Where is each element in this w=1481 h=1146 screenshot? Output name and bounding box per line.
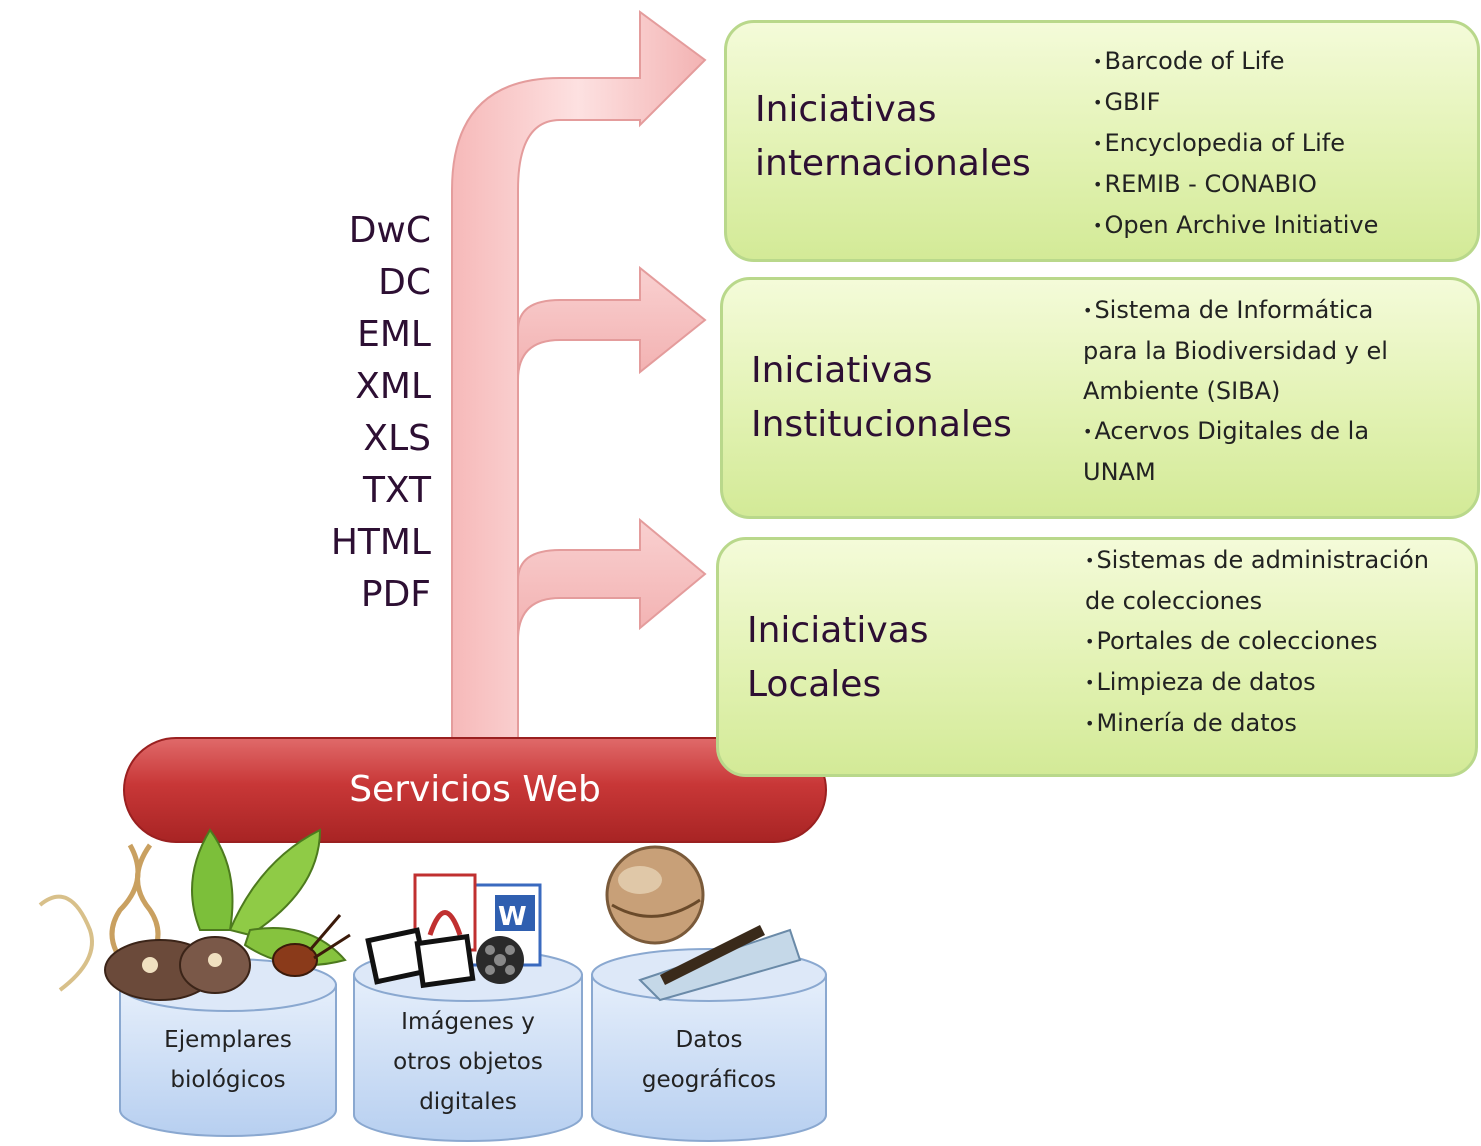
list-item: Limpieza de datos xyxy=(1085,662,1455,703)
database-label-line: Datos xyxy=(675,1027,743,1053)
arrow-local xyxy=(517,517,707,641)
svg-text:W: W xyxy=(498,902,527,932)
list-item: Open Archive Initiative xyxy=(1093,205,1463,246)
box-title-line: Institucionales xyxy=(751,404,1012,445)
database-label-geographic: Datos geográficos xyxy=(592,1020,826,1100)
list-item: Encyclopedia of Life xyxy=(1093,123,1463,164)
format-item: EML xyxy=(357,314,431,355)
list-item: GBIF xyxy=(1093,82,1463,123)
box-title: Iniciativas internacionales xyxy=(755,83,1031,191)
initiative-list: Barcode of Life GBIF Encyclopedia of Lif… xyxy=(1093,41,1463,246)
format-item: XLS xyxy=(363,418,431,459)
database-label-line: Ejemplares xyxy=(164,1027,292,1053)
database-label-digital-objects: Imágenes y otros objetos digitales xyxy=(354,1002,582,1122)
format-item: PDF xyxy=(360,574,431,615)
format-item: TXT xyxy=(362,470,431,511)
box-title-line: Locales xyxy=(747,664,882,705)
box-institutional-initiatives: Iniciativas Institucionales Sistema de I… xyxy=(720,277,1480,519)
initiative-list: Sistema de Informática para la Biodivers… xyxy=(1083,290,1413,492)
initiative-list: Sistemas de administración de coleccione… xyxy=(1085,540,1455,744)
box-title-line: Iniciativas xyxy=(755,89,937,130)
list-item: Sistema de Informática para la Biodivers… xyxy=(1083,290,1413,411)
arrow-international xyxy=(451,10,707,751)
format-item: HTML xyxy=(330,522,431,563)
database-label-line: geográficos xyxy=(641,1067,777,1093)
web-services-label: Servicios Web xyxy=(349,769,601,810)
box-title-line: Iniciativas xyxy=(747,610,929,651)
format-list: DwC DC EML XML XLS TXT HTML PDF xyxy=(331,205,431,621)
globe-icon xyxy=(605,845,802,1002)
box-title: Iniciativas Locales xyxy=(747,604,929,712)
box-title-line: Iniciativas xyxy=(751,350,933,391)
web-services-bar xyxy=(123,737,827,843)
list-item: REMIB - CONABIO xyxy=(1093,164,1463,205)
list-item: Portales de colecciones xyxy=(1085,621,1455,662)
digital-objects-icon: W xyxy=(365,873,542,989)
list-item: Barcode of Life xyxy=(1093,41,1463,82)
database-label-line: otros objetos xyxy=(393,1049,543,1075)
box-international-initiatives: Iniciativas internacionales Barcode of L… xyxy=(724,20,1480,262)
list-item: Minería de datos xyxy=(1085,703,1455,744)
database-label-line: biológicos xyxy=(170,1067,286,1093)
box-local-initiatives: Iniciativas Locales Sistemas de administ… xyxy=(716,537,1478,777)
database-label-line: digitales xyxy=(419,1089,517,1115)
list-item: Sistemas de administración de coleccione… xyxy=(1085,540,1455,621)
arrow-institutional xyxy=(517,265,707,381)
database-label-line: Imágenes y xyxy=(401,1009,535,1035)
list-item: Acervos Digitales de la UNAM xyxy=(1083,411,1413,492)
box-title-line: internacionales xyxy=(755,143,1031,184)
box-title: Iniciativas Institucionales xyxy=(751,344,1012,452)
format-item: DwC xyxy=(348,210,431,251)
specimens-icon xyxy=(38,828,351,1001)
format-item: DC xyxy=(378,262,431,303)
database-label-specimens: Ejemplares biológicos xyxy=(120,1020,336,1100)
format-item: XML xyxy=(355,366,431,407)
